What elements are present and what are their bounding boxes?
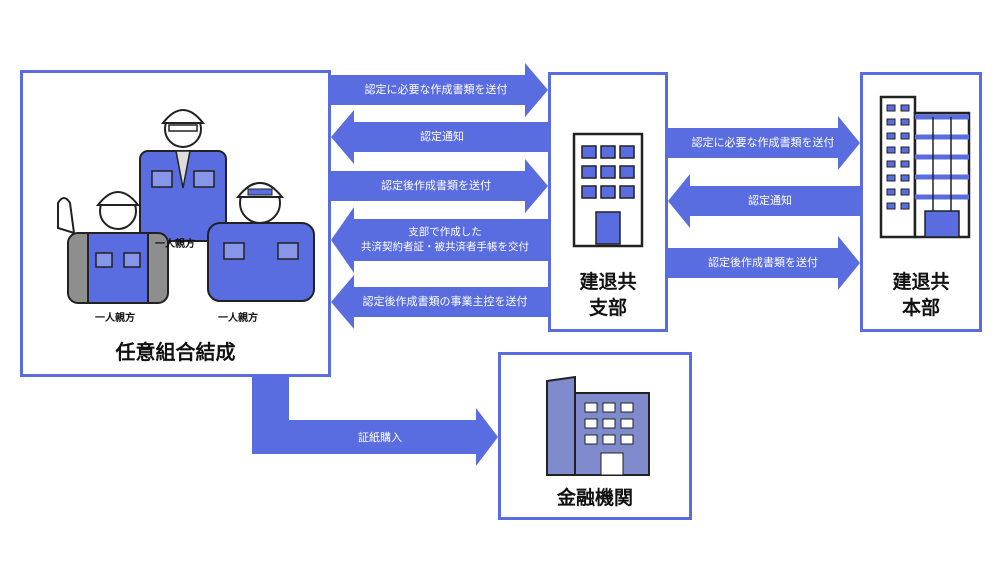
union-label: 任意組合結成	[115, 340, 236, 364]
worker-right-icon	[207, 182, 315, 302]
worker-left-caption: 一人親方	[95, 313, 135, 324]
arrow-a5-label: 認定後作成書類の事業主控を送付	[362, 295, 528, 308]
arrow-b2-label: 認定通知	[748, 194, 792, 207]
arrow-b2-shape	[668, 174, 860, 228]
branch-building-icon	[572, 132, 644, 248]
hq-building-icon	[879, 95, 971, 239]
arrow-a3-label: 認定後作成書類を送付	[381, 179, 491, 192]
bank-building-icon	[546, 375, 650, 476]
bank-box: 金融機関	[498, 352, 692, 520]
worker-right-caption: 一人親方	[218, 313, 258, 324]
workers-illustration	[57, 109, 315, 304]
worker-left-icon	[57, 191, 169, 304]
arrow-b1-shape	[668, 116, 860, 170]
arrow-b3-label: 認定後作成書類を送付	[708, 256, 818, 269]
arrow-b3-shape	[668, 236, 860, 290]
arrow-a2-shape	[331, 110, 548, 164]
union-box: 一人親方 一人親方 一人親方 任意組合結成	[20, 70, 331, 377]
bank-label: 金融機関	[556, 487, 633, 509]
arrow-a1-label: 認定に必要な作成書類を送付	[364, 83, 508, 96]
arrow-a3-shape	[331, 159, 548, 213]
arrow-a1-shape	[331, 63, 548, 117]
branch-label: 建退共 支部	[579, 271, 637, 319]
arrow-a2-label: 認定通知	[420, 130, 464, 143]
arrow-b1-label: 認定に必要な作成書類を送付	[691, 136, 835, 149]
hq-box: 建退共 本部	[860, 72, 982, 332]
arrow-a5-shape	[331, 275, 548, 329]
worker-back-icon	[139, 109, 227, 242]
arrow-a4-shape	[331, 207, 548, 273]
hq-label: 建退共 本部	[892, 271, 950, 319]
arrow-c1-label: 証紙購入	[358, 431, 402, 444]
worker-back-caption: 一人親方	[155, 239, 195, 250]
arrow-a4-label: 支部で作成した 共済契約者証・被共済者手帳を交付	[361, 226, 529, 253]
arrow-c1-shape	[252, 377, 498, 466]
branch-box: 建退共 支部	[548, 72, 668, 332]
